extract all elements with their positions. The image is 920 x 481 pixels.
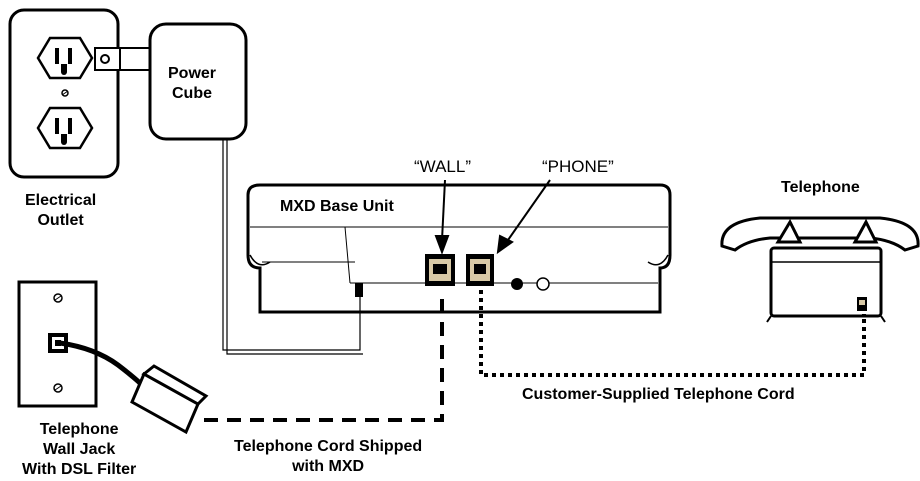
- phone-arrow: [496, 179, 551, 255]
- outlet-screw: [61, 89, 69, 97]
- customer-cord-label: Customer-Supplied Telephone Cord: [522, 386, 795, 403]
- wall-jack-label: Telephone Wall Jack With DSL Filter: [22, 421, 137, 478]
- dsl-filter: [130, 364, 209, 435]
- wall-port-label: “WALL”: [414, 157, 471, 176]
- power-indicator: [536, 277, 550, 291]
- power-cord: [222, 139, 361, 351]
- shipped-cord-line: [204, 290, 444, 422]
- jack-cord: [59, 340, 144, 387]
- base-unit-label: MXD Base Unit: [280, 198, 394, 215]
- wall-arrow: [434, 179, 450, 255]
- phone-port-label: “PHONE”: [542, 157, 614, 176]
- wall-port: [425, 254, 455, 286]
- electrical-outlet: [8, 8, 120, 179]
- telephone-label: Telephone: [781, 179, 860, 196]
- shipped-cord-label: Telephone Cord Shipped with MXD: [234, 438, 423, 475]
- outlet-socket-top: [36, 36, 94, 80]
- power-jack: [511, 278, 523, 290]
- telephone: [720, 216, 920, 318]
- power-cube: [148, 22, 248, 141]
- telephone-wall-jack: [17, 280, 98, 408]
- outlet-socket-bottom: [36, 106, 94, 150]
- power-cube-label: Power Cube: [168, 65, 217, 102]
- mxd-base-unit: [246, 183, 672, 314]
- electrical-outlet-label: Electrical Outlet: [25, 192, 97, 229]
- power-plug: [94, 47, 151, 71]
- phone-port: [466, 254, 494, 286]
- customer-cord-line: [479, 290, 866, 377]
